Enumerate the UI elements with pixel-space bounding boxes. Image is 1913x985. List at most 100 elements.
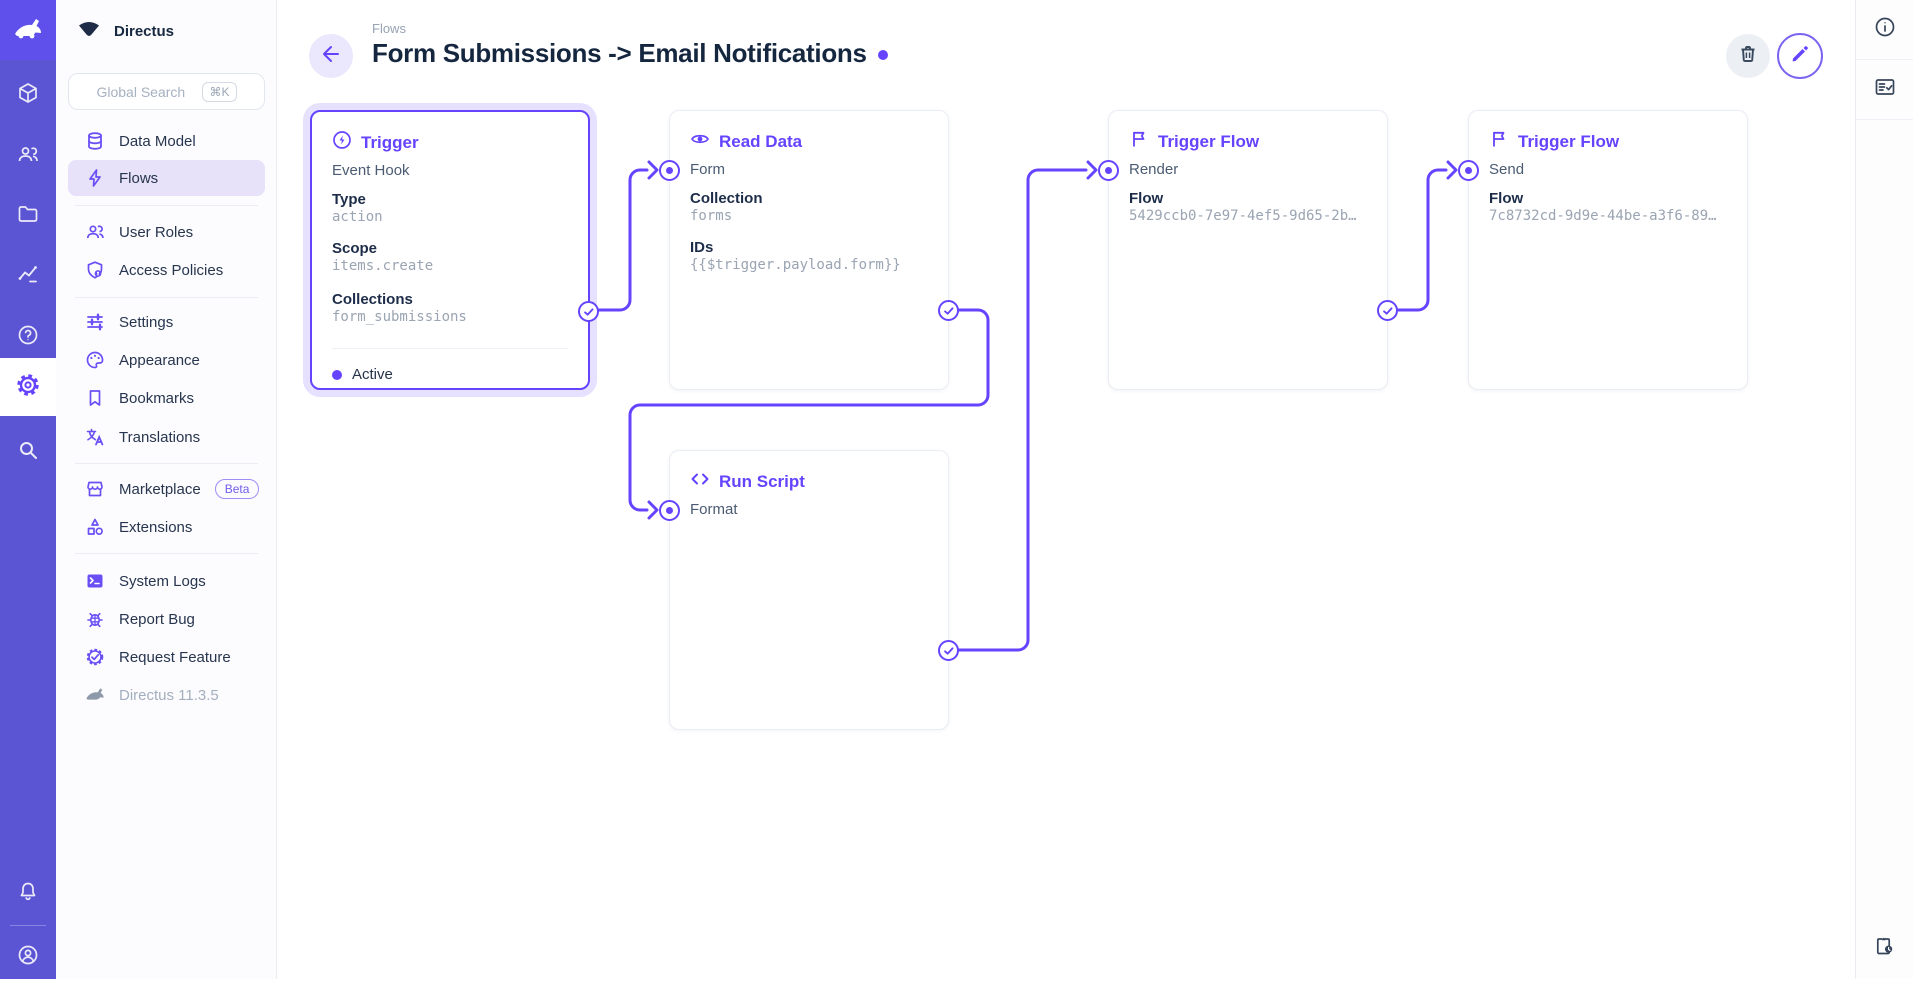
output-port[interactable] — [1377, 300, 1398, 321]
nav-divider — [75, 297, 258, 298]
node-type: Run Script — [719, 471, 805, 491]
bolt-icon — [85, 168, 105, 188]
sidebar-item-system-logs[interactable]: System Logs — [68, 563, 265, 599]
module-settings-active[interactable] — [0, 358, 56, 416]
directus-logo-button[interactable] — [0, 0, 56, 60]
sidebar-item-flows[interactable]: Flows — [68, 160, 265, 196]
output-port[interactable] — [938, 300, 959, 321]
node-name: Send — [1489, 161, 1525, 178]
flow-node-trigger[interactable]: Trigger Event Hook Type action Scope ite… — [310, 110, 599, 390]
fact-check-icon — [1873, 75, 1897, 104]
flow-node-trigger-flow-send[interactable]: Trigger Flow Send Flow 7c8732cd-9d9e-44b… — [1458, 110, 1748, 390]
trigger-status: Active — [332, 366, 393, 383]
account-button[interactable] — [0, 929, 56, 985]
palette-icon — [85, 350, 105, 370]
sidebar-item-appearance[interactable]: Appearance — [68, 342, 265, 378]
sidebar-item-translations[interactable]: Translations — [68, 419, 265, 455]
info-panel-button[interactable] — [1856, 0, 1913, 60]
global-search-box[interactable]: ⌘K — [68, 73, 265, 110]
storefront-icon — [85, 479, 105, 499]
sidebar-item-user-roles[interactable]: User Roles — [68, 214, 265, 250]
sidebar-item-label: Translations — [119, 428, 201, 446]
search-input[interactable] — [96, 83, 193, 100]
sidebar-item-label: Flows — [119, 169, 159, 187]
right-sidebar — [1855, 0, 1913, 979]
input-port[interactable] — [659, 500, 680, 521]
chart-icon — [16, 262, 40, 291]
clipboard-clock-icon — [1873, 934, 1897, 963]
output-port[interactable] — [938, 640, 959, 661]
sidebar-item-label: Report Bug — [119, 610, 195, 628]
gear-icon — [15, 372, 41, 403]
sidebar-item-report-bug[interactable]: Report Bug — [68, 601, 265, 637]
active-dot — [332, 369, 342, 380]
input-port[interactable] — [659, 160, 680, 181]
breadcrumb[interactable]: Flows — [372, 21, 406, 36]
nav-sidebar: Directus ⌘K Data Model Flows User Roles — [56, 0, 277, 979]
field-value: items.create — [332, 258, 434, 274]
project-header[interactable]: Directus — [56, 0, 276, 62]
back-button[interactable] — [309, 34, 353, 78]
sidebar-item-extensions[interactable]: Extensions — [68, 509, 265, 545]
flow-node-trigger-flow-render[interactable]: Trigger Flow Render Flow 5429ccb0-7e97-4… — [1098, 110, 1398, 390]
sidebar-item-access-policies[interactable]: Access Policies — [68, 252, 265, 288]
module-docs[interactable] — [0, 309, 56, 365]
node-type: Trigger — [361, 132, 419, 152]
pending-revisions-button[interactable] — [1856, 924, 1913, 972]
module-search[interactable] — [0, 424, 56, 480]
output-port[interactable] — [578, 301, 599, 322]
sidebar-item-label: User Roles — [119, 223, 194, 241]
module-insights[interactable] — [0, 248, 56, 304]
tune-icon — [85, 312, 105, 332]
card-divider — [332, 348, 568, 349]
module-files[interactable] — [0, 188, 56, 244]
node-type: Trigger Flow — [1158, 131, 1260, 151]
flow-connections — [587, 160, 1458, 652]
sidebar-item-request-feature[interactable]: Request Feature — [68, 639, 265, 675]
sidebar-item-label: Data Model — [119, 132, 196, 150]
field-label: Type — [332, 191, 366, 208]
code-icon — [690, 469, 710, 494]
node-subtitle: Event Hook — [332, 162, 410, 179]
flag-icon — [1129, 129, 1149, 154]
bolt-circle-icon — [332, 130, 352, 155]
folder-icon — [16, 202, 40, 231]
notifications-button[interactable] — [0, 865, 56, 921]
field-value: 7c8732cd-9d9e-44be-a3f6-89… — [1489, 208, 1717, 224]
module-users[interactable] — [0, 128, 56, 184]
edit-flow-button[interactable] — [1777, 33, 1823, 79]
delete-flow-button[interactable] — [1726, 34, 1770, 78]
flow-node-read-data[interactable]: Read Data Form Collection forms IDs {{$t… — [659, 110, 959, 390]
sidebar-item-label: Request Feature — [119, 648, 231, 666]
nav-divider — [75, 205, 258, 206]
logs-panel-button[interactable] — [1856, 60, 1913, 120]
field-value: action — [332, 209, 383, 225]
input-port[interactable] — [1458, 160, 1479, 181]
sidebar-item-marketplace[interactable]: Marketplace Beta — [68, 471, 265, 507]
rabbit-logo-icon — [13, 15, 43, 46]
sidebar-item-label: Appearance — [119, 351, 200, 369]
eye-icon — [690, 129, 710, 154]
sidebar-item-bookmarks[interactable]: Bookmarks — [68, 380, 265, 416]
field-label: Collections — [332, 291, 413, 308]
flag-icon — [1489, 129, 1509, 154]
sidebar-item-settings[interactable]: Settings — [68, 304, 265, 340]
database-icon — [85, 131, 105, 151]
node-name: Format — [690, 501, 738, 518]
module-content[interactable] — [0, 67, 56, 123]
sidebar-item-label: Extensions — [119, 518, 193, 536]
sidebar-item-data-model[interactable]: Data Model — [68, 123, 265, 159]
node-type: Trigger Flow — [1518, 131, 1620, 151]
field-value: 5429ccb0-7e97-4ef5-9d65-2b… — [1129, 208, 1357, 224]
flow-node-run-script[interactable]: Run Script Format — [659, 450, 959, 730]
field-label: Collection — [690, 190, 763, 207]
module-bar — [0, 0, 56, 979]
beta-badge: Beta — [214, 479, 260, 499]
pencil-icon — [1790, 44, 1810, 69]
verified-icon — [85, 647, 105, 667]
input-port[interactable] — [1098, 160, 1119, 181]
node-name: Form — [690, 161, 725, 178]
rail-divider — [10, 925, 46, 926]
translate-icon — [85, 427, 105, 447]
title-status-dot — [877, 50, 888, 60]
